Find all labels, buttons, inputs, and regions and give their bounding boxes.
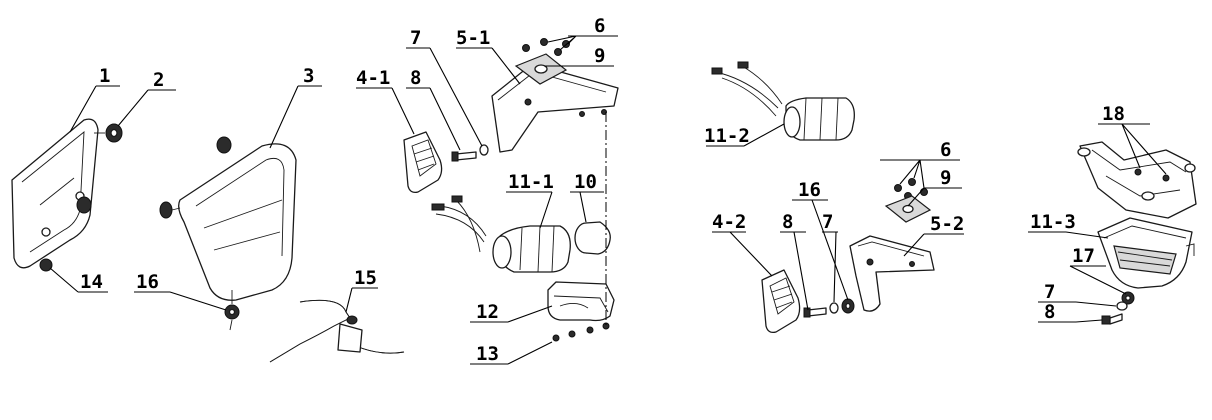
side-cover-left-part-1 xyxy=(11,118,99,269)
leader-lines xyxy=(49,35,1167,365)
canister-part-11-3 xyxy=(1097,217,1195,289)
reflector-part-4-2 xyxy=(761,269,801,334)
grommet-part-16-left xyxy=(224,290,240,331)
washer-part-7-right xyxy=(829,302,839,314)
mounting-bracket-part-18 xyxy=(1077,141,1197,219)
grommet-part-2 xyxy=(94,123,123,143)
callout-6-center: 6 xyxy=(594,15,605,37)
callout-8-right: 8 xyxy=(782,211,793,233)
callout-8-center: 8 xyxy=(410,67,421,89)
callout-7-center: 7 xyxy=(410,27,421,49)
ring-part-10 xyxy=(574,221,611,255)
callout-labels: 1 2 3 14 16 15 4-1 8 7 5-1 6 9 11-1 10 1… xyxy=(80,15,1125,365)
grommet-part-14 xyxy=(39,258,53,272)
callout-11-3: 11-3 xyxy=(1030,211,1076,233)
callout-7-far-right: 7 xyxy=(1044,281,1055,303)
callout-5-1: 5-1 xyxy=(456,27,490,49)
callout-11-2: 11-2 xyxy=(704,125,750,147)
callout-3: 3 xyxy=(303,65,314,87)
hose-assembly-part-15 xyxy=(269,299,405,363)
bolt-part-8-right xyxy=(803,307,827,318)
reflector-part-4-1 xyxy=(403,131,443,194)
callout-14: 14 xyxy=(80,271,103,293)
grommet-top-part-3 xyxy=(216,136,232,154)
washer-part-7-center xyxy=(479,144,489,156)
bracket-part-5-1 xyxy=(491,53,619,153)
grommet-side-part-3 xyxy=(159,201,181,219)
washer-part-7-far-right xyxy=(1116,301,1128,311)
callout-10: 10 xyxy=(574,171,597,193)
callout-1: 1 xyxy=(99,65,110,87)
callout-5-2: 5-2 xyxy=(930,213,964,235)
callout-17: 17 xyxy=(1072,245,1095,267)
callout-11-1: 11-1 xyxy=(508,171,554,193)
grommet-part-16-right xyxy=(841,298,855,314)
side-cover-part-3 xyxy=(178,143,297,301)
callout-16-left: 16 xyxy=(136,271,159,293)
bolt-part-8-center xyxy=(451,151,477,162)
callout-9-center: 9 xyxy=(594,45,605,67)
callout-15: 15 xyxy=(354,267,377,289)
callout-4-1: 4-1 xyxy=(356,67,390,89)
canister-part-11-1 xyxy=(431,195,571,273)
screws-part-6-center xyxy=(522,38,570,56)
callout-6-right: 6 xyxy=(940,139,951,161)
bolt-part-8-far-right xyxy=(1101,313,1123,325)
callout-4-2: 4-2 xyxy=(712,211,746,233)
callout-12: 12 xyxy=(476,301,499,323)
cover-part-12 xyxy=(547,281,615,322)
bracket-part-5-2 xyxy=(849,195,935,312)
callout-2: 2 xyxy=(153,69,164,91)
callout-9-right: 9 xyxy=(940,167,951,189)
callout-13: 13 xyxy=(476,343,499,365)
bushing-pair-left xyxy=(76,196,92,214)
callout-16-right: 16 xyxy=(798,179,821,201)
screws-part-13 xyxy=(552,322,610,342)
callout-8-far-right: 8 xyxy=(1044,301,1055,323)
callout-18: 18 xyxy=(1102,103,1125,125)
canister-part-11-2 xyxy=(711,61,855,141)
callout-7-right: 7 xyxy=(822,211,833,233)
washer-part-17 xyxy=(1121,291,1135,305)
